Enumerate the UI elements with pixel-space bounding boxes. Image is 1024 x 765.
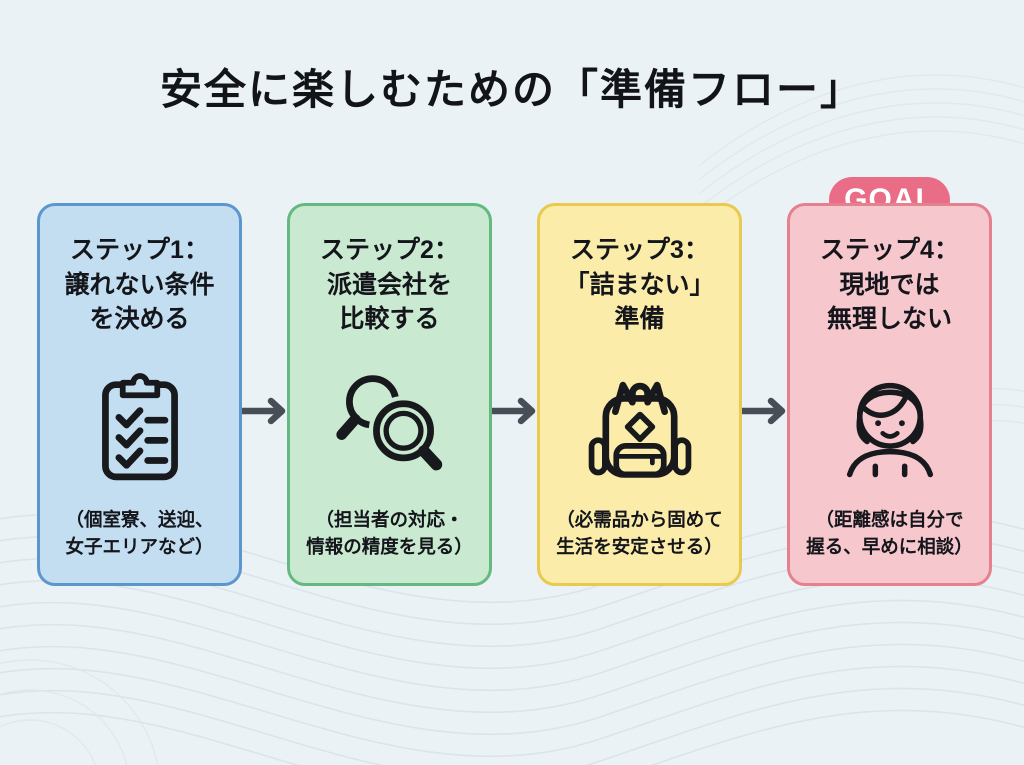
step-card-4: ステップ4： 現地では 無理しない: [787, 203, 992, 586]
step-1-title-line: 譲れない条件: [64, 270, 215, 299]
backpack-icon: [588, 381, 691, 478]
step-card-3: ステップ3： 「詰まない」 準備 （必需: [537, 203, 742, 586]
step-2-icon-wrap: [290, 364, 489, 486]
step-2-title: ステップ2： 派遣会社を 比較する: [290, 233, 489, 337]
step-1-title-line: を決める: [89, 305, 190, 333]
step-4-title-line: 無理しない: [826, 305, 952, 333]
step-1-icon-wrap: [40, 364, 239, 486]
page-title: 安全に楽しむための「準備フロー」: [159, 66, 864, 113]
step-2-caption-line: 情報の精度を見る）: [306, 536, 473, 558]
clipboard-checklist-icon: [101, 373, 178, 481]
step-1-caption-line: （個室寮、送迎、: [65, 508, 214, 530]
woman-icon: [846, 382, 933, 478]
step-3-caption-line: （必需品から固めて: [556, 508, 723, 530]
step-3-title: ステップ3： 「詰まない」 準備: [540, 233, 739, 337]
step-1-caption: （個室寮、送迎、 女子エリアなど）: [40, 506, 239, 562]
step-2-title-line: ステップ2：: [320, 236, 459, 264]
step-3-title-line: ステップ3：: [570, 236, 709, 264]
step-1-caption-line: 女子エリアなど）: [65, 536, 214, 558]
step-4-caption: （距離感は自分で 握る、早めに相談）: [790, 506, 989, 562]
step-4-title-line: ステップ4：: [820, 236, 959, 264]
step-4-icon-wrap: [790, 364, 989, 486]
flow-arrow-3: [741, 397, 786, 425]
step-3-icon-wrap: [540, 364, 739, 486]
step-2-caption-line: （担当者の対応・: [315, 508, 464, 530]
step-3-title-line: 準備: [614, 305, 665, 333]
step-1-title-line: ステップ1：: [70, 236, 209, 264]
flow-arrow-2: [491, 397, 536, 425]
step-3-title-line: 「詰まない」: [564, 270, 715, 299]
step-card-1: ステップ1： 譲れない条件 を決める （個室寮、送迎、 女子エリアなど）: [37, 203, 242, 586]
step-3-caption: （必需品から固めて 生活を安定させる）: [540, 506, 739, 562]
step-4-title: ステップ4： 現地では 無理しない: [790, 233, 989, 337]
step-1-title: ステップ1： 譲れない条件 を決める: [40, 233, 239, 337]
magnifying-glasses-icon: [335, 375, 442, 471]
step-4-caption-line: 握る、早めに相談）: [806, 536, 973, 558]
step-4-title-line: 現地では: [839, 270, 940, 299]
step-4-caption-line: （距離感は自分で: [815, 508, 964, 530]
step-3-caption-line: 生活を安定させる）: [556, 536, 723, 558]
step-2-title-line: 派遣会社を: [326, 270, 452, 299]
step-2-title-line: 比較する: [339, 305, 440, 333]
flow-arrow-1: [241, 397, 286, 425]
step-card-2: ステップ2： 派遣会社を 比較する （担当者の対応・ 情報の精度を見る）: [287, 203, 492, 586]
step-2-caption: （担当者の対応・ 情報の精度を見る）: [290, 506, 489, 562]
